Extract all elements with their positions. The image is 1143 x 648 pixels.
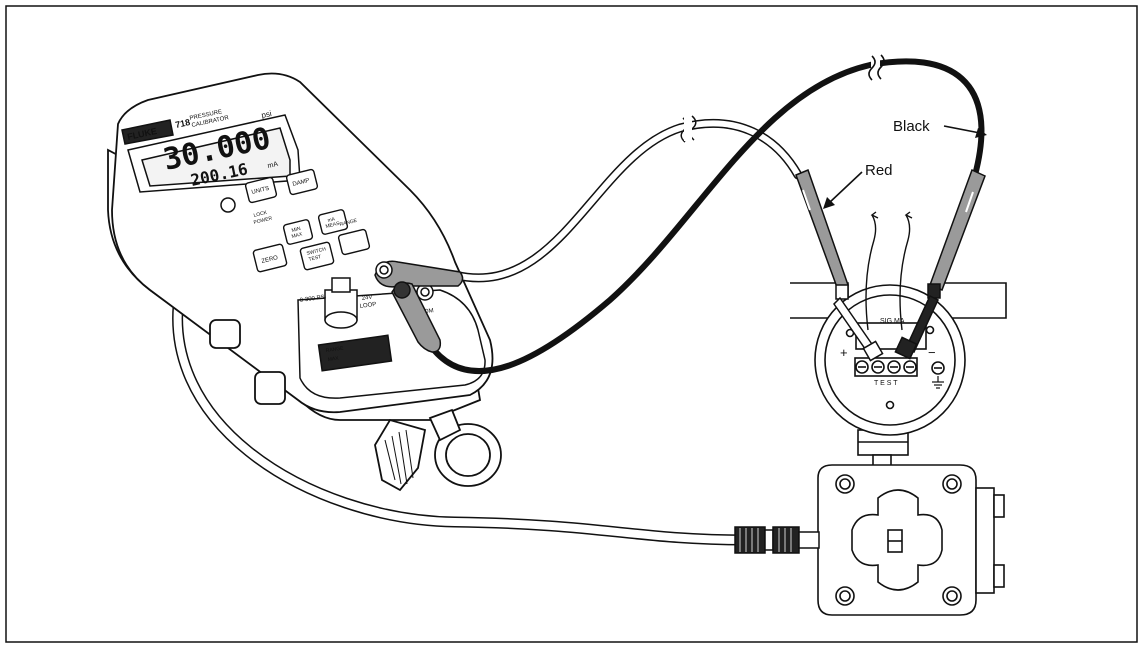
- input-panel: [220, 197, 486, 399]
- black-test-lead: [427, 58, 985, 375]
- plus-terminal-sign: +: [840, 345, 848, 360]
- probe-red: [795, 169, 884, 362]
- ma-label-line1: mA: [327, 216, 336, 224]
- reading-unit: psi: [261, 109, 273, 120]
- hose-fitting: [734, 526, 820, 554]
- minus-terminal-sign: −: [928, 345, 936, 360]
- ground-icon: [932, 376, 944, 389]
- test-strip: [854, 357, 918, 377]
- pressure-port: [324, 277, 358, 329]
- range-plate-line2: MAX: [327, 355, 339, 363]
- cable-break-black: [868, 54, 885, 81]
- probe-black: [894, 168, 986, 360]
- zero-button[interactable]: [252, 243, 288, 273]
- reading-sub-unit: mA: [267, 161, 279, 170]
- test-terminal-label: T E S T: [874, 380, 898, 387]
- keypad: [244, 168, 371, 273]
- conduit-right: [935, 282, 1007, 319]
- callout-black-label: Black: [893, 118, 930, 135]
- switch-label-line2: TEST: [308, 254, 322, 263]
- lead-plugs-calibrator: [374, 260, 464, 353]
- signal-terminal-label: SIG MA: [880, 318, 905, 325]
- red-test-lead: [450, 118, 803, 283]
- port-label: 0-300 PSI: [299, 294, 327, 304]
- loop-label: LOOP: [359, 302, 376, 310]
- lock-label-line1: LOCK: [253, 210, 268, 219]
- minmax-label-line1: MIN: [291, 226, 302, 234]
- minmax-button[interactable]: [282, 219, 314, 245]
- internal-wires: [865, 211, 913, 331]
- callout-red-label: Red: [865, 162, 893, 179]
- switch-label-line1: SWITCH: [306, 246, 327, 257]
- lock-label-line2: POWER: [253, 215, 273, 225]
- callout-red: Red: [823, 162, 893, 209]
- cable-break-white: [680, 115, 697, 143]
- units-label: UNITS: [251, 186, 270, 196]
- range-plate-line1: RANGE: [325, 345, 344, 354]
- units-button[interactable]: [244, 176, 278, 204]
- model-number: 718: [174, 117, 191, 130]
- keypad-labels: UNITS DAMP LOCK POWER MIN MAX mA MEAS RA…: [251, 178, 358, 265]
- damp-label: DAMP: [292, 178, 310, 188]
- zero-label: ZERO: [261, 255, 279, 265]
- damp-button[interactable]: [285, 168, 319, 196]
- terminal-screws: [855, 360, 945, 375]
- range-label: RANGE: [339, 218, 358, 228]
- calibrator-display: [121, 114, 301, 193]
- ma-label-line2: MEAS: [325, 221, 341, 230]
- range-button[interactable]: [337, 228, 371, 256]
- range-plate: [317, 334, 393, 372]
- ma-meas-button[interactable]: [317, 209, 349, 235]
- callout-black: Black: [893, 118, 987, 138]
- jack-label: 24V: [361, 295, 372, 302]
- sensor-body: [817, 464, 1005, 616]
- switch-test-button[interactable]: [299, 241, 335, 271]
- minmax-label-line2: MAX: [291, 231, 304, 240]
